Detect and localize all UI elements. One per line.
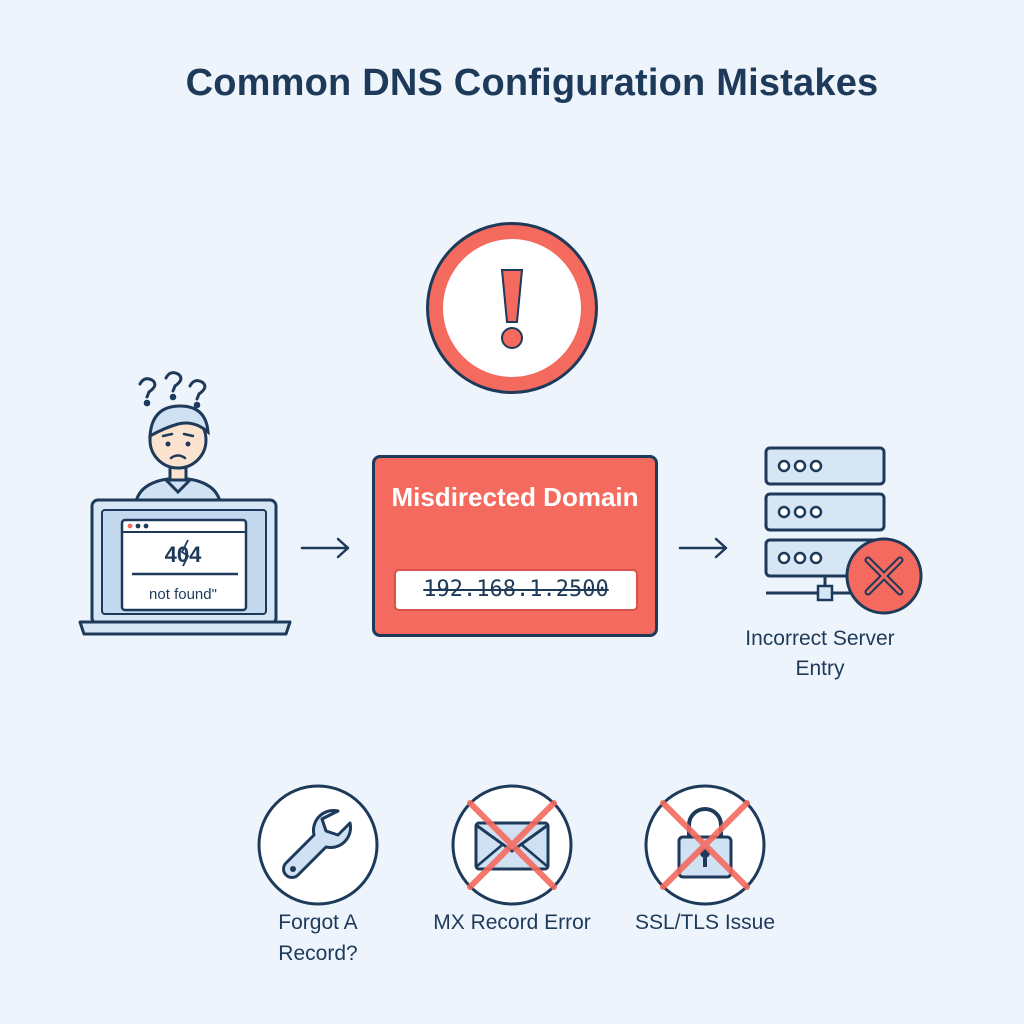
misdirected-domain-title: Misdirected Domain bbox=[391, 482, 639, 512]
arrow-right-icon bbox=[678, 537, 728, 559]
misdirected-domain-card: Misdirected Domain 192.168.1.2500 bbox=[372, 455, 658, 637]
lock-icon bbox=[644, 784, 766, 906]
issue-label-ssl-tls: SSL/TLS Issue bbox=[634, 911, 776, 934]
issue-label-a-record: Forgot A Record? bbox=[278, 911, 358, 965]
error-code-text: 404 bbox=[164, 542, 202, 567]
error-message-text: not found" bbox=[149, 586, 217, 603]
warning-icon bbox=[426, 222, 598, 394]
server-stack-icon bbox=[764, 446, 923, 615]
server-caption: Incorrect Server Entry bbox=[745, 627, 895, 680]
wrench-icon bbox=[257, 784, 379, 906]
question-marks-icon bbox=[138, 371, 207, 409]
ip-address-field: 192.168.1.2500 bbox=[394, 569, 638, 611]
arrow-right-icon bbox=[300, 537, 350, 559]
error-x-icon bbox=[845, 537, 923, 615]
envelope-icon bbox=[451, 784, 573, 906]
page-title: Common DNS Configuration Mistakes bbox=[185, 62, 879, 104]
confused-user-illustration bbox=[78, 371, 292, 636]
issue-label-mx-record: MX Record Error bbox=[433, 911, 591, 934]
